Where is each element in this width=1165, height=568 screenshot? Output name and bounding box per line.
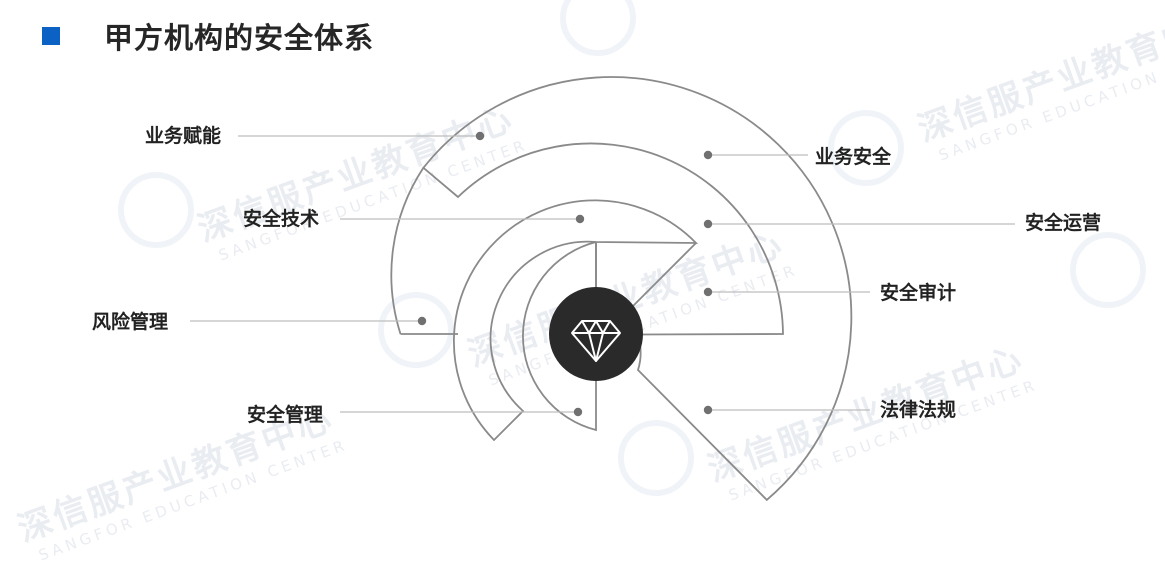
dot-security-mgmt	[573, 407, 583, 417]
dot-business-empower	[475, 131, 485, 141]
label-security-mgmt: 安全管理	[247, 404, 324, 426]
dot-laws-regulations	[703, 405, 713, 415]
security-system-diagram	[190, 76, 1015, 502]
dot-risk-mgmt	[417, 316, 427, 326]
label-risk-mgmt: 风险管理	[92, 311, 169, 333]
middle-arc-left	[390, 167, 425, 335]
dot-security-tech	[575, 214, 585, 224]
label-business-empower: 业务赋能	[145, 125, 222, 147]
label-security-audit: 安全审计	[880, 282, 957, 304]
diamond-icon	[571, 320, 621, 362]
dot-security-audit	[703, 287, 713, 297]
label-security-tech: 安全技术	[243, 208, 320, 230]
dot-business-security	[703, 150, 713, 160]
dot-security-ops	[703, 219, 713, 229]
label-laws-regulations: 法律法规	[880, 399, 957, 421]
middle-arc-band	[453, 199, 699, 442]
label-security-ops: 安全运营	[1025, 212, 1102, 234]
middle-arc-stem	[627, 242, 697, 312]
label-business-security: 业务安全	[815, 146, 892, 168]
page-title: 甲方机构的安全体系	[104, 21, 375, 55]
outer-arc-band	[422, 76, 853, 502]
inner-arc-band	[522, 241, 597, 432]
title-marker	[42, 27, 60, 45]
title-bar: 甲方机构的安全体系	[42, 14, 374, 58]
